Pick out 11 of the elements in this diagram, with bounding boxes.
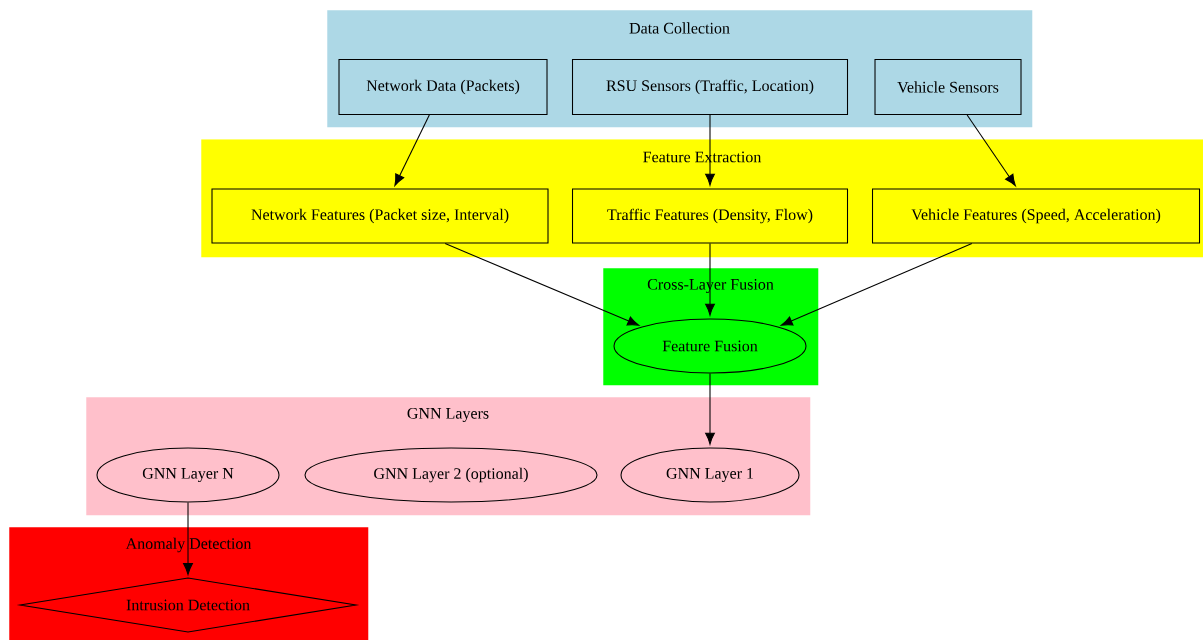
process-box: Network Data (Packets): [338, 58, 548, 116]
process-box: Vehicle Features (Speed, Acceleration): [871, 188, 1201, 244]
arrow: [183, 502, 193, 575]
process-box: Traffic Features (Density, Flow): [571, 188, 849, 244]
process-box: Vehicle Sensors: [874, 58, 1022, 116]
arrow: [705, 114, 715, 186]
process-box: RSU Sensors (Traffic, Location): [571, 58, 849, 116]
arrow: [705, 373, 715, 445]
arrow: [394, 114, 430, 186]
arrow: [705, 243, 715, 316]
process-box: Network Features (Packet size, Interval): [211, 188, 549, 244]
